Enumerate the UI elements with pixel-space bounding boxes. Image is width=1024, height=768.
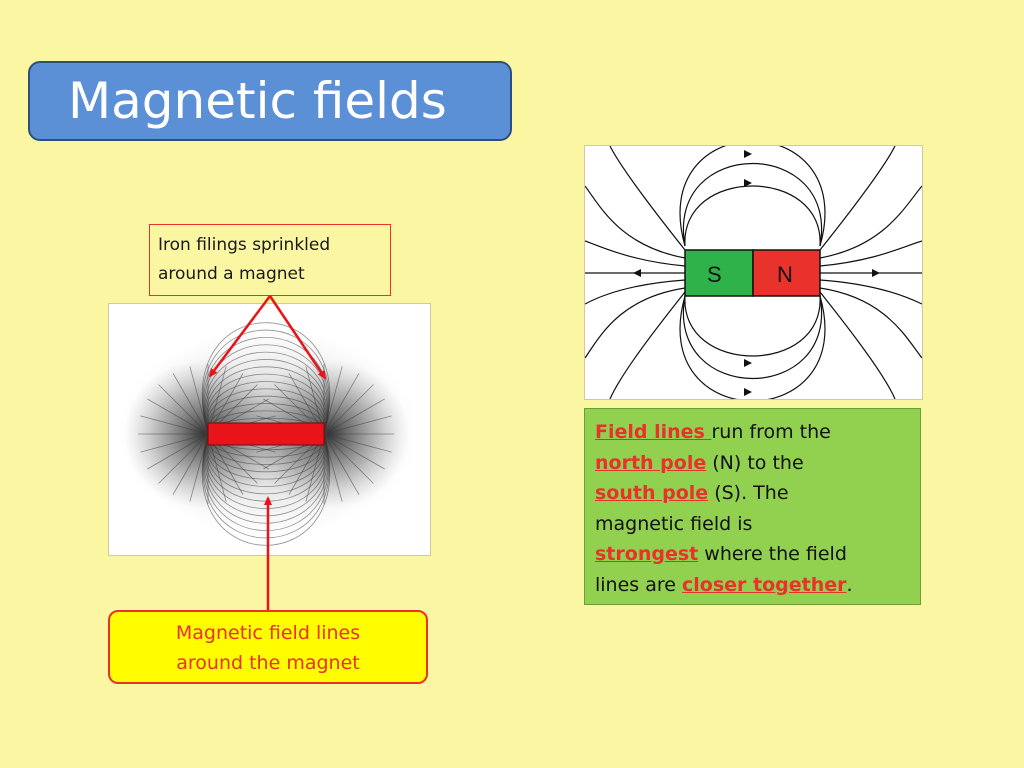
- info-line-2: north pole (N) to the: [595, 448, 910, 479]
- field-lines-explanation: Field lines run from the north pole (N) …: [584, 408, 921, 605]
- info-line-6: lines are closer together.: [595, 570, 910, 601]
- info-text: (S). The: [708, 482, 789, 504]
- iron-filings-callout-line-1: Iron filings sprinkled: [158, 235, 331, 255]
- info-text: where the field: [698, 543, 847, 565]
- iron-filings-callout-line-2: around a magnet: [158, 264, 305, 284]
- field-lines-callout: Magnetic field lines around the magnet: [108, 610, 428, 684]
- info-text: .: [846, 573, 853, 596]
- info-line-5: strongest where the field: [595, 539, 910, 570]
- field-lines-callout-line-2: around the magnet: [176, 652, 360, 674]
- south-pole-label: S: [707, 262, 722, 287]
- term-north-pole: north pole: [595, 451, 707, 474]
- magnet-bar: [207, 422, 325, 446]
- north-pole-label: N: [777, 262, 793, 287]
- info-line-4: magnetic field is: [595, 512, 753, 535]
- info-line-1: Field lines run from the: [595, 417, 910, 448]
- iron-filings-photo: [108, 303, 431, 556]
- term-strongest: strongest: [595, 543, 699, 565]
- field-lines-diagram: S N: [584, 140, 923, 402]
- term-closer-together: closer together: [682, 573, 847, 596]
- info-text: run from the: [711, 421, 831, 443]
- field-lines-callout-line-1: Magnetic field lines: [175, 622, 361, 644]
- info-text: (N) to the: [706, 451, 804, 474]
- iron-filings-callout: Iron filings sprinkled around a magnet: [149, 224, 391, 296]
- term-south-pole: south pole: [595, 482, 709, 504]
- iron-filings-image: [119, 322, 419, 546]
- info-text: lines are: [595, 573, 682, 596]
- info-line-3: south pole (S). The: [595, 478, 910, 509]
- slide-title: Magnetic fields: [28, 61, 512, 141]
- bar-magnet-diagram: S N: [584, 140, 923, 402]
- north-pole-block: [752, 249, 821, 297]
- south-pole-block: [684, 249, 754, 297]
- term-field-lines: Field lines: [595, 421, 712, 443]
